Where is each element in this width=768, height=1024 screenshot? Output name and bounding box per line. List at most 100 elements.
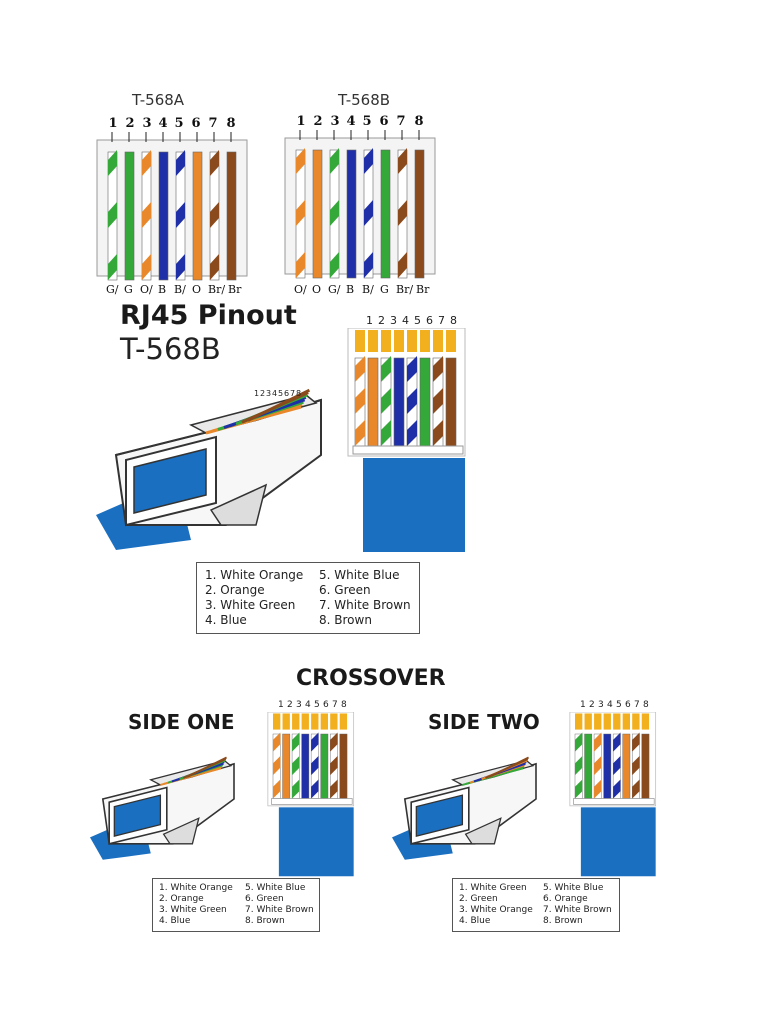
plug-wire [247, 388, 311, 422]
wire-label: B/ [174, 283, 186, 296]
legend-item: 1. White Orange [205, 568, 304, 582]
pin-number: 8 [643, 700, 649, 710]
wire-label: O/ [140, 283, 153, 296]
wire [107, 150, 118, 281]
wire-body [367, 357, 379, 447]
pin-number: 5 [362, 114, 372, 129]
wire-stripe [108, 202, 117, 228]
wire [612, 732, 621, 799]
wire [141, 150, 152, 281]
pin-number: 5 [278, 389, 284, 398]
rj45-pinout-subtitle: T-568B [120, 332, 221, 366]
gold-contact [433, 330, 443, 352]
wire [574, 732, 583, 799]
cable-jacket [363, 458, 465, 552]
plug-wire [488, 756, 529, 778]
pin-number: 4 [607, 700, 613, 710]
legend-item: 8. Brown [245, 916, 285, 926]
wire-stripe [330, 252, 339, 278]
gold-contact [594, 713, 602, 730]
wire-label: Br/ [208, 283, 226, 296]
legend-item: 7. White Brown [245, 905, 314, 915]
wire-stripe [594, 732, 602, 752]
wire-stripe [296, 252, 305, 278]
legend-item: 3. White Green [205, 598, 296, 612]
wire-stripe [575, 732, 583, 752]
pin-number: 7 [396, 114, 406, 129]
gold-contact [355, 330, 365, 352]
wire-stripe [575, 756, 583, 776]
wire [367, 357, 379, 447]
gold-contact [603, 713, 611, 730]
wire [393, 357, 405, 447]
wire-stripe [142, 150, 151, 176]
legend-item: 4. Blue [459, 916, 491, 926]
legend-item: 5. White Blue [319, 568, 400, 582]
wire-stripe [176, 150, 185, 176]
gold-contact [575, 713, 583, 730]
wire [192, 151, 203, 281]
cable-jacket [278, 807, 354, 877]
wire-stripe [273, 779, 281, 799]
pin-number: 2 [125, 116, 135, 131]
pin-number: 2 [378, 314, 385, 327]
cable-jacket [580, 807, 656, 877]
legend-item: 1. White Green [459, 883, 527, 893]
connector-housing [267, 712, 355, 807]
side-two-legend: 1. White Green 2. Green 3. White Orange … [452, 878, 620, 932]
gold-contact [311, 713, 319, 730]
pin-number: 5 [314, 700, 320, 710]
wire-stripe [398, 148, 407, 174]
wire [380, 149, 391, 279]
gold-contact [584, 713, 592, 730]
wire [641, 733, 650, 799]
legend-item: 2. Orange [205, 583, 265, 597]
pin-number: 7 [290, 389, 296, 398]
wire-stripe [433, 356, 443, 382]
pin-number: 8 [296, 389, 302, 398]
wire-body [419, 357, 431, 447]
wire [363, 148, 374, 279]
t568b-wires [284, 130, 436, 279]
wire [158, 151, 169, 281]
wire-label: B/ [362, 283, 374, 296]
wire [209, 150, 220, 281]
wire-stripe [210, 202, 219, 228]
wire-stripe [398, 200, 407, 226]
wire-stripe [364, 252, 373, 278]
wire-stripe [613, 732, 621, 752]
side-two-label: SIDE TWO [428, 710, 540, 734]
strain-relief [271, 798, 353, 805]
pin-number: 5 [616, 700, 622, 710]
pin-number: 3 [390, 314, 397, 327]
wire-body [445, 357, 457, 447]
wire-stripe [210, 254, 219, 280]
wire-stripe [292, 779, 300, 799]
wire-stripe [210, 150, 219, 176]
wire-stripe [632, 779, 640, 799]
wire-body [603, 733, 612, 799]
gold-contact [632, 713, 640, 730]
wire [432, 356, 444, 447]
gold-contact [622, 713, 630, 730]
legend-item: 2. Orange [159, 894, 204, 904]
pin-number: 6 [323, 700, 329, 710]
wire-stripe [108, 254, 117, 280]
pin-number: 1 [580, 700, 586, 710]
wire-label: G/ [328, 283, 341, 296]
wire-body [584, 733, 593, 799]
wire [397, 148, 408, 279]
gold-contact [320, 713, 328, 730]
t568b-wiring-diagram [284, 130, 436, 279]
t568a-wiring-diagram [96, 132, 248, 281]
pin-number: 6 [426, 314, 433, 327]
wire-stripe [433, 388, 443, 414]
pin-number: 4 [402, 314, 409, 327]
connector-housing [347, 328, 466, 457]
wire-stripe [176, 202, 185, 228]
pin-number: 3 [142, 116, 152, 131]
gold-contact [446, 330, 456, 352]
connector-housing [569, 712, 657, 807]
wire-stripe [311, 732, 319, 752]
gold-contact [368, 330, 378, 352]
